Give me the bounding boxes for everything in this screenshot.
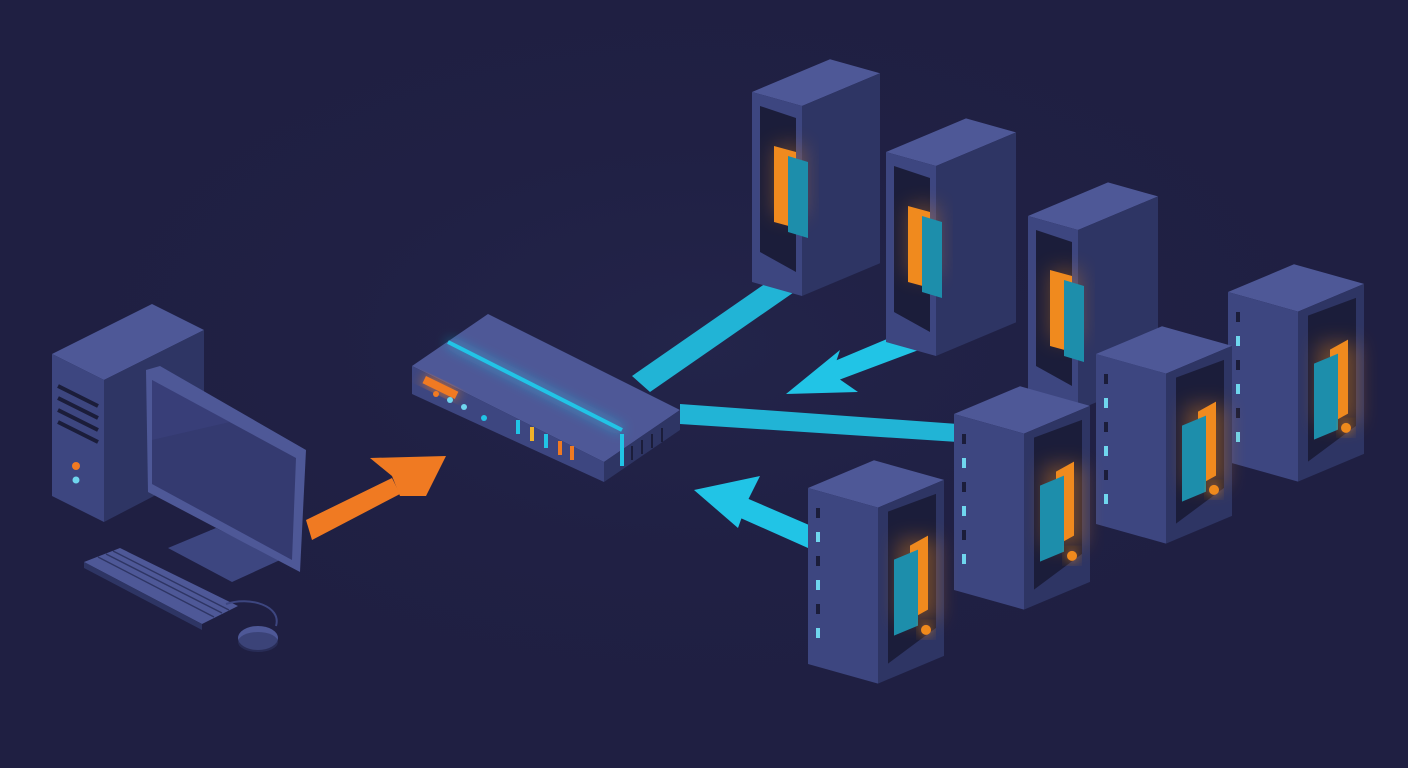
- power-led-icon: [1341, 422, 1351, 433]
- teal-drive-card: [1040, 475, 1064, 562]
- link-server-1-switch: [632, 272, 800, 392]
- teal-drive-card: [894, 549, 918, 636]
- server-top: [954, 386, 1090, 434]
- status-led-icon: [816, 628, 820, 638]
- status-led-icon: [1236, 312, 1240, 322]
- server-top: [808, 460, 944, 508]
- server-top: [1028, 182, 1158, 230]
- status-led-icon: [72, 476, 80, 484]
- server-5: [1096, 326, 1232, 544]
- client-computer: [52, 304, 306, 652]
- status-led-icon: [816, 556, 820, 566]
- arrow-head: [786, 350, 858, 394]
- status-led-icon: [1236, 432, 1240, 442]
- request-arrow: [306, 456, 446, 540]
- status-led-icon: [1104, 446, 1108, 456]
- connections: [306, 272, 958, 548]
- teal-drive-card: [1064, 280, 1084, 362]
- status-led-icon: [816, 508, 820, 518]
- mouse: [225, 600, 278, 652]
- server-front-face: [1096, 354, 1166, 544]
- switch-glow-strip: [447, 340, 623, 432]
- server-top: [886, 118, 1016, 166]
- server-front-face: [808, 488, 878, 684]
- server-group: [752, 59, 1364, 684]
- teal-drive-card: [1314, 353, 1338, 440]
- keyboard: [84, 548, 238, 630]
- status-led-icon: [962, 506, 966, 516]
- status-led-icon: [1236, 384, 1240, 394]
- power-led-icon: [72, 462, 80, 470]
- server-1: [752, 59, 880, 297]
- status-led-icon: [1104, 470, 1108, 480]
- link-server-4-switch: [680, 404, 958, 442]
- status-led-icon: [962, 530, 966, 540]
- status-led-icon: [962, 482, 966, 492]
- network-switch: [412, 314, 680, 482]
- monitor: [146, 366, 306, 582]
- status-led-icon: [1104, 422, 1108, 432]
- status-led-icon: [962, 554, 966, 564]
- server-6: [954, 386, 1090, 610]
- status-led-icon: [1104, 398, 1108, 408]
- power-led-icon: [1209, 484, 1219, 495]
- status-led-icon: [962, 458, 966, 468]
- server-front-face: [1228, 292, 1298, 482]
- status-led-icon: [962, 434, 966, 444]
- teal-drive-card: [922, 216, 942, 298]
- server-7: [808, 460, 944, 684]
- server-side-face: [802, 73, 880, 297]
- server-top: [1096, 326, 1232, 374]
- arrow-head: [370, 456, 446, 496]
- switch-orange-indicator: [422, 376, 459, 399]
- status-led-icon: [1236, 360, 1240, 370]
- teal-drive-card: [1182, 415, 1206, 502]
- server-2: [886, 118, 1016, 356]
- arrow-head: [694, 476, 760, 528]
- server-4: [1228, 264, 1364, 482]
- status-led-icon: [1104, 374, 1108, 384]
- server-top: [1228, 264, 1364, 312]
- status-led-icon: [1236, 408, 1240, 418]
- switch-vents: [631, 428, 663, 460]
- server-front-face: [954, 414, 1024, 610]
- server-side-face: [936, 132, 1016, 356]
- monitor-base: [168, 528, 280, 582]
- status-led-icon: [1236, 336, 1240, 346]
- status-led-icon: [816, 604, 820, 614]
- switch-leds: [433, 391, 574, 460]
- status-led-icon: [1104, 494, 1108, 504]
- power-led-icon: [921, 624, 931, 635]
- server-top: [752, 59, 880, 106]
- status-led-icon: [816, 532, 820, 542]
- teal-drive-card: [788, 156, 808, 238]
- arrow-server-7-switch: [694, 476, 816, 548]
- status-led-icon: [816, 580, 820, 590]
- power-led-icon: [1067, 550, 1077, 561]
